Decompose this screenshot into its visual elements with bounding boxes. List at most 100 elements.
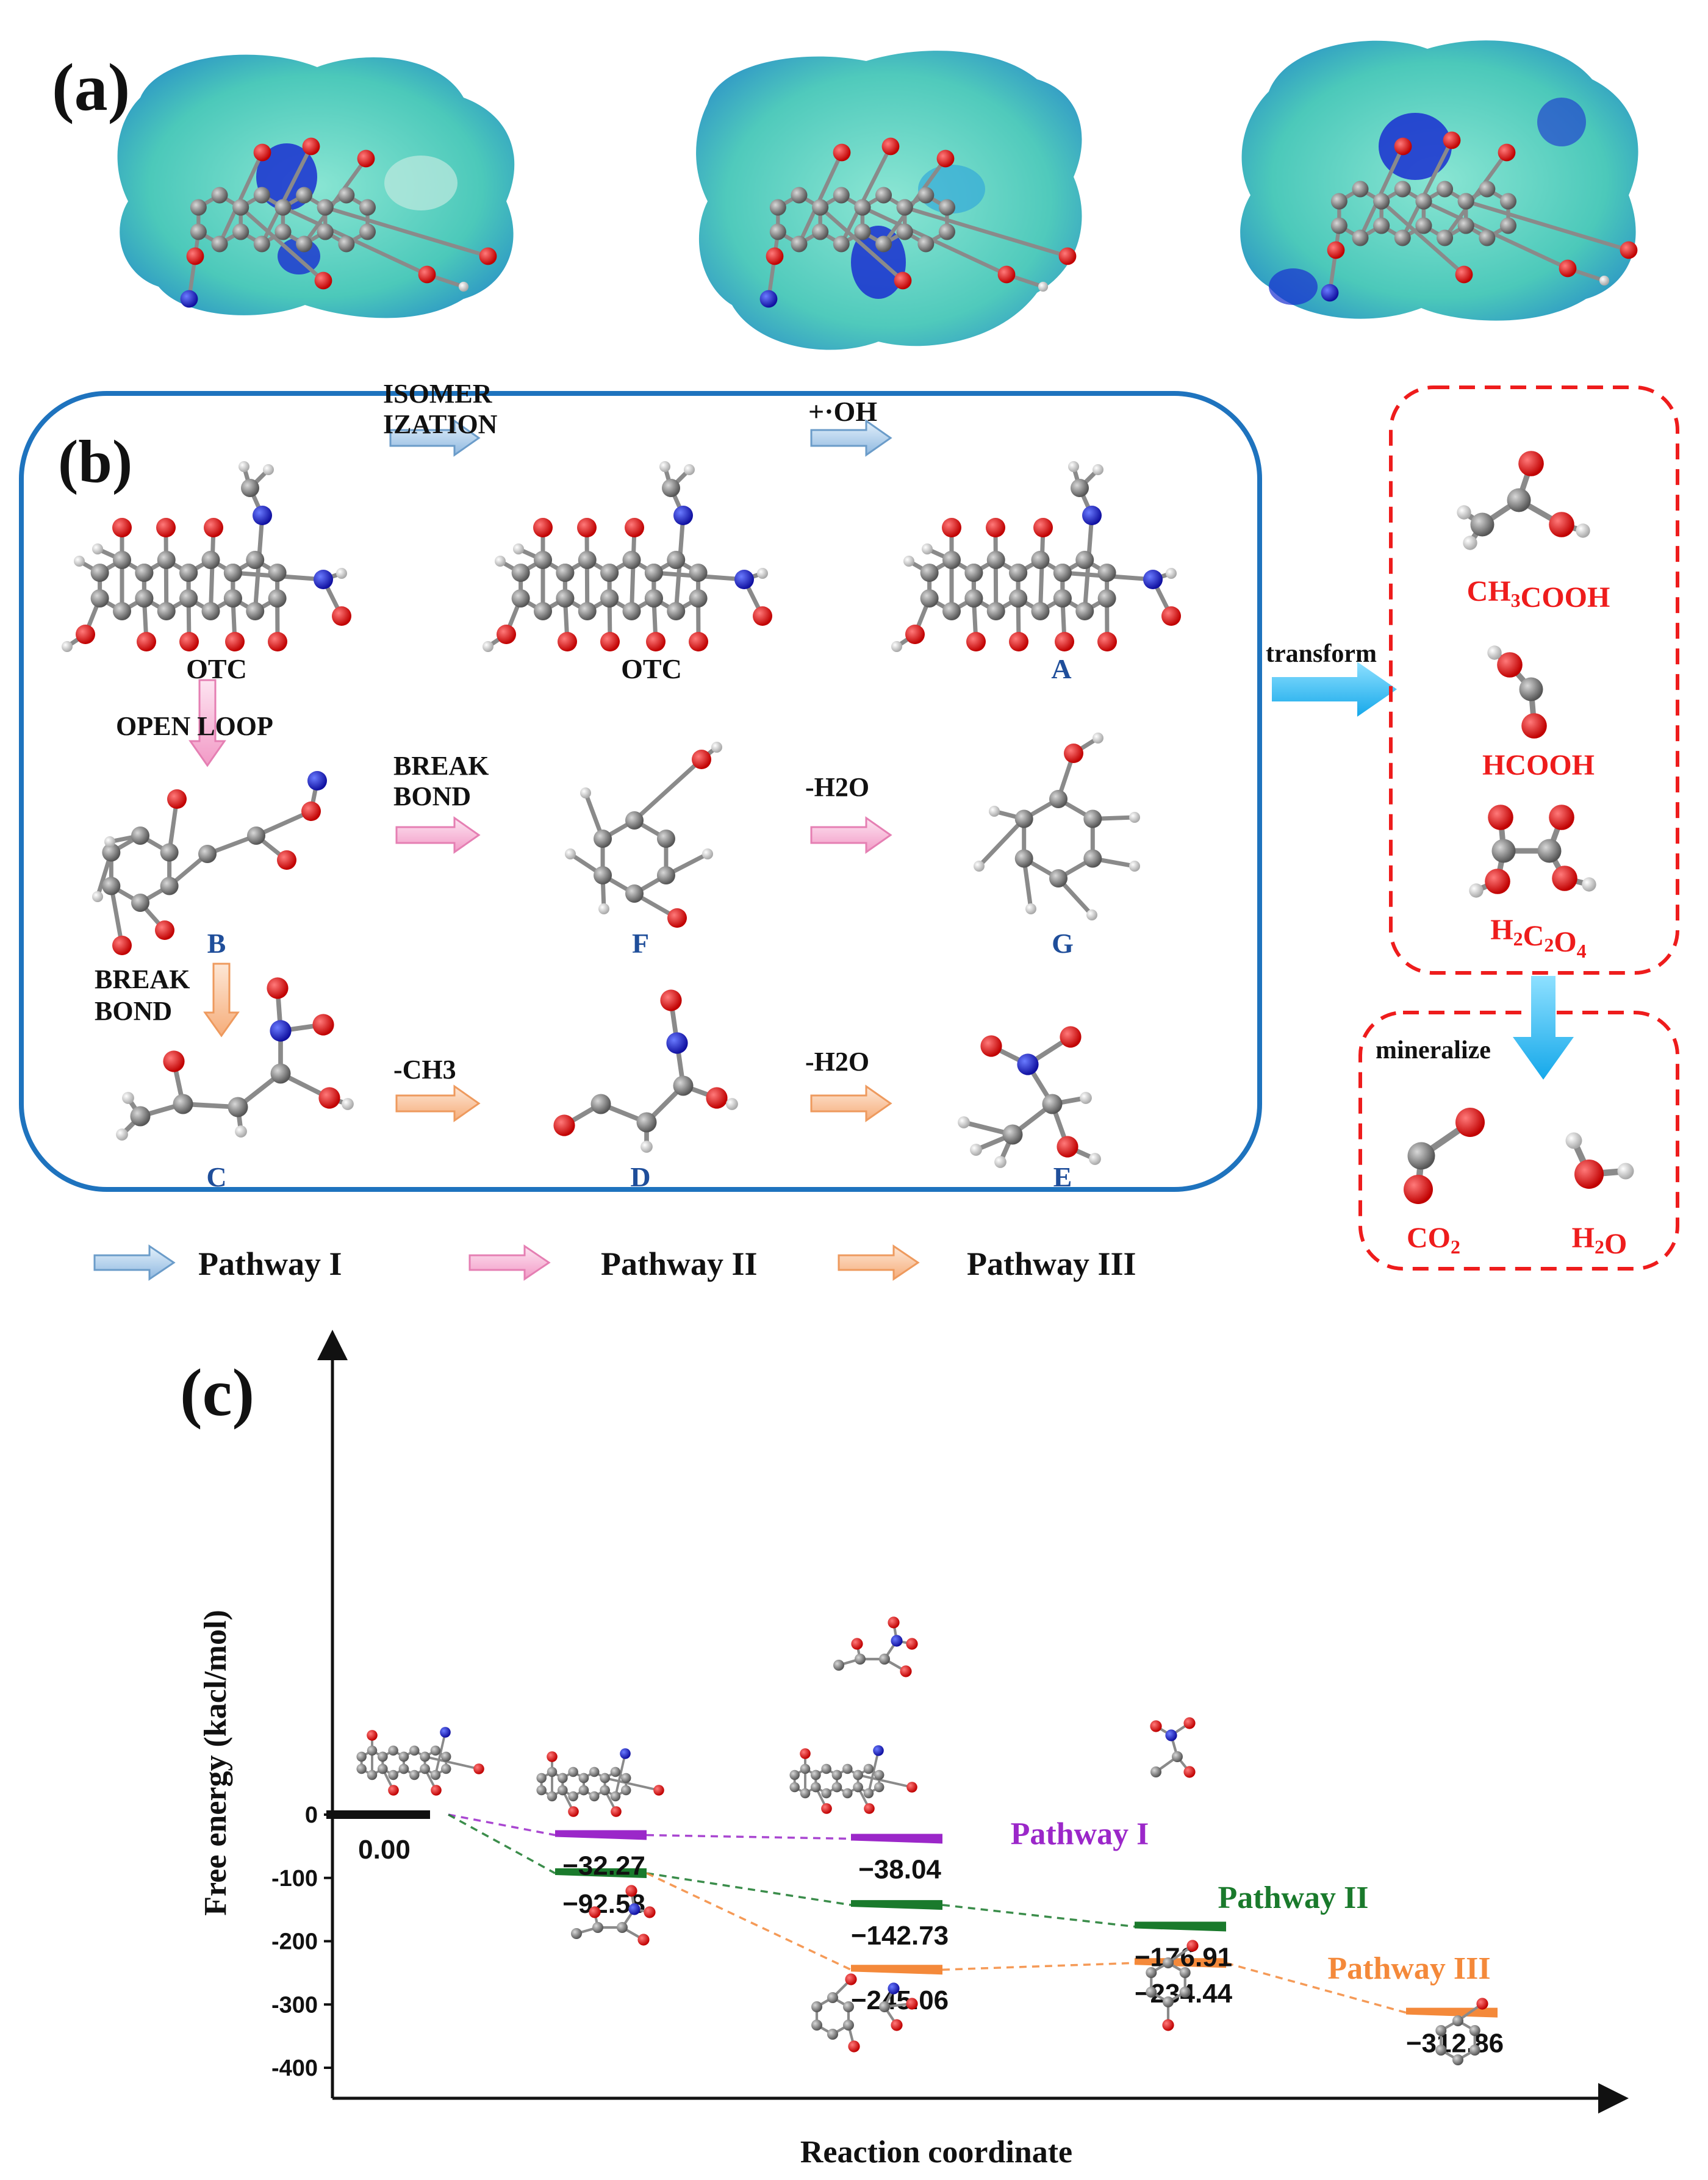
label-molecule-a: A [1051,653,1071,684]
y-axis-title: Free energy (kacl/mol) [198,1610,233,1916]
molecule-otc [62,461,351,652]
step-minus-h2o-ii: -H2O [805,772,869,802]
molecule-a [891,461,1181,652]
molecule-acetic-acid [1457,451,1590,550]
legend-arrow-pathway-i [93,1244,176,1281]
energy-value-labels: 0.00−32.27−38.04−92.58−142.73−176.91−245… [358,1835,1504,2059]
product-co2: CO2 [1407,1222,1460,1258]
arrow-open-loop [188,679,226,767]
arrow-break-bond-iii [203,963,240,1038]
pathway-box [19,391,1262,1192]
molecule-drawings [62,451,1634,1204]
molecule-co2 [1404,1108,1485,1204]
step-break-bond-ii-line2: BOND [393,781,471,811]
step-oh-addition: +·OH [808,396,877,427]
step-open-loop: OPEN LOOP [116,711,273,741]
mini-b-chain [879,1982,918,2031]
mini-b [811,1973,860,2053]
legend-arrow-pathway-ii [468,1244,551,1281]
mineralization-box [1358,1011,1679,1271]
y-ticks: 0 -100 -200 -300 -400 [271,1802,332,2081]
label-molecule-e: E [1053,1161,1072,1192]
label-molecule-b: B [207,928,226,959]
product-oxalic-acid: H2C2O4 [1490,914,1586,962]
step-break-bond-iii-line1: BREAK [95,964,190,994]
step-minus-h2o-iii: -H2O [805,1047,869,1077]
organic-acids-box [1389,385,1679,975]
panel-a-label: (a) [52,50,130,124]
mini-otc-start [356,1727,484,1796]
label-molecule-c: C [206,1161,226,1192]
molecule-d [553,989,738,1153]
connector-pathway-ii [448,1813,556,1874]
connector-pathway-ii [646,1872,852,1906]
product-h2o: H2O [1572,1222,1627,1260]
esp-surface-3 [1240,40,1638,321]
esp-molecule-1 [180,137,497,308]
series-label-pathway-ii: Pathway II [1218,1881,1368,1915]
connector-pathway-iii [942,1962,1135,1971]
energy-levels [326,1810,1498,2018]
molecule-e [958,1026,1101,1168]
molecule-g [974,733,1140,920]
y-tick-label: -100 [271,1866,318,1891]
esp-molecule-2 [759,137,1077,308]
connector-pathway-iii [646,1872,852,1971]
transform-label: transform [1266,640,1377,668]
mini-f [1146,1940,1199,2031]
arrow-dehydration-iii [810,1085,892,1122]
series-label-pathway-iii: Pathway III [1327,1951,1490,1986]
esp-molecule-3 [1321,131,1638,302]
y-tick-label: 0 [305,1802,318,1828]
label-molecule-g: G [1052,928,1074,959]
pathway-connectors [448,1813,1407,2014]
step-break-bond-ii-line1: BREAK [393,751,489,781]
y-tick-label: -200 [271,1929,318,1955]
mineralize-label: mineralize [1376,1036,1491,1064]
step-minus-ch3: -CH3 [393,1055,456,1085]
esp-surface-1 [117,54,515,318]
level-pathway-iii-1 [851,1965,942,1975]
mini-e [1150,1717,1196,1778]
level-pathway-i-2 [851,1834,942,1844]
mini-otc-i1 [536,1748,664,1817]
step-break-bond-iii-line2: BOND [95,996,172,1026]
esp-atoms [180,131,1638,308]
value-label: −38.04 [858,1854,941,1884]
molecule-formic-acid [1487,645,1547,739]
legend-label-pathway-ii: Pathway II [601,1246,758,1282]
level-start [326,1810,430,1819]
level-pathway-ii-1 [555,1868,647,1879]
arrow-oh-addition [810,419,892,457]
arrow-break-bond-ii [395,816,481,854]
label-molecule-d: D [630,1161,650,1192]
product-acetic-acid: CH3COOH [1467,575,1610,614]
arrow-isomerization [389,419,481,457]
arrow-dehydration-ii [810,816,892,854]
level-pathway-ii-3 [1135,1921,1226,1932]
connector-pathway-i [448,1813,556,1837]
label-otc-start: OTC [186,653,247,684]
label-molecule-f: F [632,928,649,959]
step-isomerization-line1: ISOMER [383,379,493,409]
legend-label-pathway-iii: Pathway III [967,1246,1136,1282]
y-tick-label: -400 [271,2056,318,2081]
series-label-pathway-i: Pathway I [1011,1816,1149,1851]
level-pathway-iii-2 [1135,1958,1226,1968]
level-pathway-ii-2 [851,1900,942,1910]
molecule-oxalic-acid [1469,805,1596,898]
label-otc-isomer: OTC [621,653,682,684]
value-label-start: 0.00 [358,1835,411,1865]
intermediate-structures [356,1616,1488,2065]
arrow-demethylation [395,1085,481,1122]
value-label: −32.27 [562,1851,645,1881]
value-label: −312.86 [1406,2029,1504,2059]
level-pathway-i-1 [555,1830,647,1840]
value-label: −245.06 [851,1985,949,2015]
product-formic-acid: HCOOH [1482,749,1595,781]
mini-d [833,1616,918,1677]
step-isomerization-line2: IZATION [383,409,498,439]
mini-otc-i2 [789,1745,917,1814]
y-tick-label: -300 [271,1992,318,2018]
